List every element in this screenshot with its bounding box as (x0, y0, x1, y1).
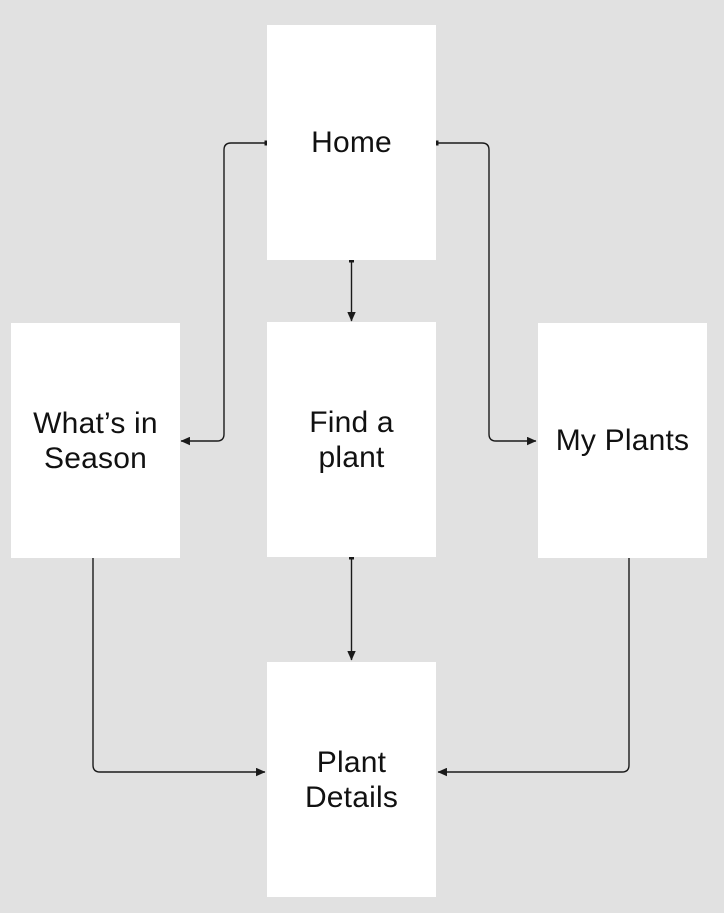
node-whats-in-season-label: What’s in Season (33, 406, 158, 475)
node-find-a-plant-label: Find a plant (309, 405, 394, 474)
edge-my-plants-to-plant-details[interactable] (437, 558, 630, 777)
node-home[interactable]: Home (267, 25, 436, 260)
node-plant-details[interactable]: Plant Details (267, 662, 436, 897)
node-home-label: Home (311, 126, 392, 159)
edge-whats-in-season-to-plant-details[interactable] (92, 558, 266, 777)
edge-home-to-my-plants[interactable] (433, 140, 537, 446)
node-find-a-plant[interactable]: Find a plant (267, 322, 436, 557)
node-my-plants[interactable]: My Plants (538, 323, 707, 558)
node-plant-details-label: Plant Details (304, 745, 399, 814)
edge-home-to-whats-in-season[interactable] (180, 140, 270, 446)
node-my-plants-label: My Plants (555, 424, 690, 457)
node-whats-in-season[interactable]: What’s in Season (11, 323, 180, 558)
